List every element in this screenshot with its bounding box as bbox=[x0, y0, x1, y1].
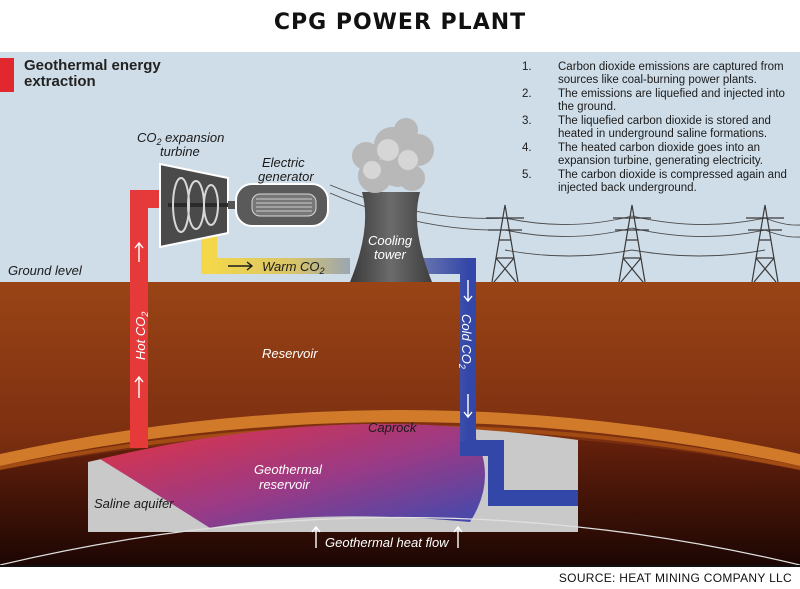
step-text: The heated carbon dioxide goes into an e… bbox=[558, 142, 763, 167]
title-bar: CPG POWER PLANT bbox=[0, 0, 800, 52]
list-item: 2. The emissions are liquefied and inject… bbox=[522, 88, 792, 114]
arrow-right-icon bbox=[228, 261, 254, 271]
list-item: 3. The liquefied carbon dioxide is stored… bbox=[522, 115, 792, 141]
source-credit: SOURCE: HEAT MINING COMPANY LLC bbox=[558, 571, 792, 585]
section-heading: Geothermal energy extraction bbox=[0, 58, 194, 92]
divider bbox=[0, 565, 800, 567]
geothermal-reservoir bbox=[100, 423, 485, 528]
step-number: 2. bbox=[522, 88, 532, 100]
power-pylon-icon bbox=[486, 204, 524, 283]
heading-text: Geothermal energy extraction bbox=[24, 57, 161, 90]
power-lines bbox=[329, 184, 800, 257]
warm-co2-pipe bbox=[201, 235, 350, 274]
generator-label: generator bbox=[258, 169, 314, 184]
list-item: 4. The heated carbon dioxide goes into an… bbox=[522, 142, 792, 168]
step-number: 1. bbox=[522, 61, 532, 73]
list-item: 5. The carbon dioxide is compressed again… bbox=[522, 169, 792, 195]
turbine-icon bbox=[159, 162, 234, 249]
turbine-label: turbine bbox=[160, 144, 200, 159]
arrow-down-icon bbox=[463, 394, 473, 419]
heat-flow-label: Geothermal heat flow bbox=[325, 535, 450, 550]
step-text: The carbon dioxide is compressed again a… bbox=[558, 169, 787, 194]
step-text: Carbon dioxide emissions are captured fr… bbox=[558, 61, 784, 86]
list-item: 1. Carbon dioxide emissions are captured … bbox=[522, 61, 792, 87]
caprock-label: Caprock bbox=[368, 420, 418, 435]
arrow-up-icon bbox=[311, 525, 321, 548]
step-text: The liquefied carbon dioxide is stored a… bbox=[558, 115, 771, 140]
step-number: 4. bbox=[522, 142, 532, 154]
step-text: The emissions are liquefied and injected… bbox=[558, 88, 785, 113]
geothermal-reservoir-label: reservoir bbox=[259, 477, 310, 492]
arrow-up-icon bbox=[134, 241, 144, 262]
power-pylon-icon bbox=[613, 204, 651, 283]
step-number: 3. bbox=[522, 115, 532, 127]
cooling-tower-icon bbox=[350, 118, 434, 282]
turbine-label: CO2 expansion bbox=[137, 130, 224, 147]
arrow-down-icon bbox=[463, 280, 473, 303]
power-pylon-icon bbox=[746, 204, 784, 283]
cold-co2-label: Cold CO2 bbox=[457, 314, 474, 369]
steps-list: 1. Carbon dioxide emissions are captured … bbox=[522, 61, 792, 196]
arrow-up-icon bbox=[134, 375, 144, 398]
warm-co2-label: Warm CO2 bbox=[262, 259, 325, 276]
step-number: 5. bbox=[522, 169, 532, 181]
saline-aquifer-label: Saline aquifer bbox=[94, 496, 174, 511]
cooling-tower-label: tower bbox=[374, 247, 406, 262]
diagram: CO2 expansion turbine Electric generator… bbox=[0, 52, 800, 565]
reservoir-label: Reservoir bbox=[262, 346, 318, 361]
page-title: CPG POWER PLANT bbox=[273, 10, 527, 35]
hot-co2-label: Hot CO2 bbox=[133, 312, 150, 360]
caprock-layer bbox=[0, 410, 800, 466]
arrow-up-icon bbox=[453, 525, 463, 548]
ground-level-label: Ground level bbox=[8, 263, 83, 278]
heading-accent-bar bbox=[0, 58, 14, 92]
generator-icon bbox=[235, 183, 329, 227]
generator-label: Electric bbox=[262, 155, 305, 170]
geothermal-reservoir-label: Geothermal bbox=[254, 462, 323, 477]
cooling-tower-label: Cooling bbox=[368, 233, 413, 248]
